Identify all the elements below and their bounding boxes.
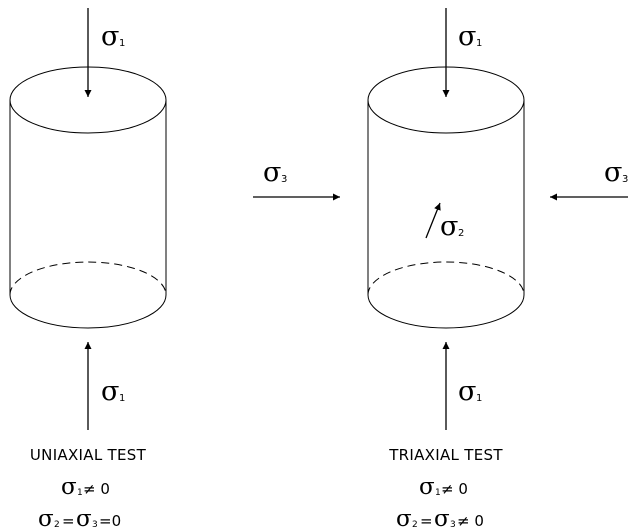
sigma-symbol: σ — [38, 506, 54, 531]
sigma-subscript: 2 — [412, 520, 418, 530]
sigma-symbol: σ — [419, 474, 435, 500]
sigma-symbol: σ — [434, 506, 450, 531]
equals-sign: = — [420, 512, 433, 530]
sigma-symbol: σ — [61, 474, 77, 500]
sigma-symbol: σ — [396, 506, 412, 531]
uniaxial-bottom-front — [9, 294, 167, 329]
triaxial-left-sigma3-label: σ 3 — [263, 157, 287, 188]
triaxial-right-sigma3-label: σ 3 — [604, 157, 628, 188]
sigma-subscript: 3 — [281, 174, 287, 185]
sigma-subscript: 3 — [622, 174, 628, 185]
sigma-subscript: 3 — [450, 520, 456, 530]
uniaxial-condition-2: σ 2 = σ 3 =0 — [38, 506, 121, 531]
sigma-subscript: 1 — [77, 488, 83, 498]
equals-sign: = — [62, 512, 75, 530]
not-equal-zero: ≠ 0 — [83, 480, 110, 498]
not-equal-zero: ≠ 0 — [457, 512, 484, 530]
sigma-symbol: σ — [440, 211, 458, 242]
uniaxial-bottom-sigma1-label: σ 1 — [101, 376, 125, 407]
sigma-subscript: 1 — [476, 393, 482, 404]
sigma-subscript: 1 — [119, 393, 125, 404]
sigma-symbol: σ — [604, 157, 622, 188]
sigma-subscript: 1 — [476, 38, 482, 49]
triaxial-bottom-sigma1-label: σ 1 — [458, 376, 482, 407]
uniaxial-condition-1: σ 1 ≠ 0 — [61, 474, 110, 500]
triaxial-bottom-front — [367, 294, 525, 329]
sigma-subscript: 2 — [54, 520, 60, 530]
sigma-subscript: 1 — [435, 488, 441, 498]
sigma-subscript: 2 — [458, 228, 464, 239]
triaxial-condition-1: σ 1 ≠ 0 — [419, 474, 468, 500]
sigma-symbol: σ — [458, 376, 476, 407]
triaxial-sigma2-label: σ 2 — [440, 211, 464, 242]
sigma-symbol: σ — [263, 157, 281, 188]
triaxial-condition-2: σ 2 = σ 3 ≠ 0 — [396, 506, 484, 531]
triaxial-specimen — [367, 66, 525, 329]
equals-zero: =0 — [99, 512, 121, 530]
triaxial-caption: TRIAXIAL TEST — [388, 446, 503, 464]
uniaxial-caption: UNIAXIAL TEST — [30, 446, 147, 464]
uniaxial-bottom-back-dashed — [9, 261, 167, 296]
uniaxial-top-sigma1-label: σ 1 — [101, 21, 125, 52]
triaxial-sigma2-arrow — [425, 202, 441, 239]
sigma-subscript: 3 — [92, 520, 98, 530]
sigma-symbol: σ — [458, 21, 476, 52]
not-equal-zero: ≠ 0 — [441, 480, 468, 498]
sigma-symbol: σ — [101, 376, 119, 407]
uniaxial-specimen — [9, 66, 167, 329]
sigma-subscript: 1 — [119, 38, 125, 49]
sigma-symbol: σ — [76, 506, 92, 531]
triaxial-bottom-back-dashed — [367, 261, 525, 296]
sigma-symbol: σ — [101, 21, 119, 52]
triaxial-top-sigma1-label: σ 1 — [458, 21, 482, 52]
